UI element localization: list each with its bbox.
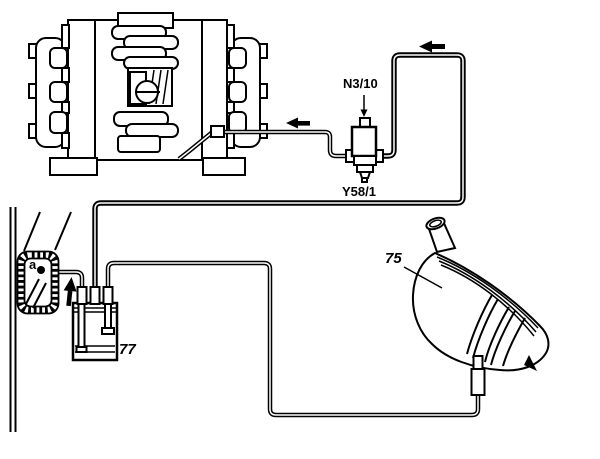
electrical-pointer-arrow	[360, 95, 368, 117]
label-y58-1: Y58/1	[342, 184, 376, 199]
canister-port-left	[76, 286, 88, 305]
grommet	[16, 250, 60, 315]
flow-arrow-top	[419, 40, 445, 53]
grommet-pipe	[42, 269, 85, 290]
canister-port-right	[102, 286, 114, 305]
label-77: 77	[119, 341, 136, 358]
tank-line-connector	[470, 368, 486, 396]
engine-right-bank	[226, 24, 268, 149]
flow-arrow-grommet	[63, 277, 77, 307]
filler-neck	[425, 216, 457, 254]
engine-left-bank	[28, 24, 70, 149]
canister-port-middle	[89, 286, 101, 305]
body-panel	[9, 207, 72, 432]
flow-arrow-intake	[286, 117, 310, 129]
fuel-tank	[411, 216, 550, 396]
charcoal-canister	[71, 286, 119, 362]
label-leader-75	[403, 266, 443, 289]
engine-purge-fitting	[177, 128, 217, 161]
purge-line	[92, 52, 466, 289]
label-75: 75	[385, 250, 402, 267]
tank-outlet-nipple	[472, 355, 484, 371]
label-grommet-a: a	[29, 257, 37, 272]
label-n3-10: N3/10	[343, 76, 378, 91]
intake-hose	[224, 129, 348, 159]
engine-top-view	[28, 12, 268, 176]
intake-manifold	[111, 25, 179, 153]
pipe-end-dot	[37, 266, 45, 274]
purge-valve	[345, 117, 384, 183]
hose-connector	[210, 125, 225, 138]
tank-vent-line	[105, 260, 481, 418]
tank-seam-tip	[524, 355, 537, 371]
